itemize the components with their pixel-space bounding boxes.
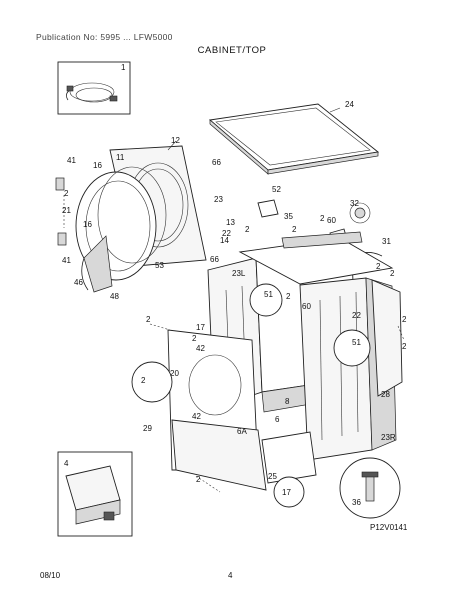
label-24: 24 [345,100,354,109]
label-2-m: 2 [196,475,201,484]
hose-kit-inset [57,61,131,115]
top-panel [208,103,380,175]
label-16-mid: 16 [83,220,92,229]
top-rail [238,231,394,285]
label-60-b: 60 [302,302,311,311]
label-1: 1 [121,63,126,72]
label-48: 48 [110,292,119,301]
label-51-b: 51 [352,338,361,347]
label-2-k: 2 [402,342,407,351]
label-2-c: 2 [245,225,250,234]
publication-line: Publication No: 5995 ... LFW5000 [36,32,173,42]
label-4: 4 [64,459,69,468]
label-23l: 23L [232,269,246,278]
label-42-a: 42 [196,344,205,353]
label-29: 29 [143,424,152,433]
label-21: 21 [62,206,71,215]
hinges [55,177,67,246]
base-frame [261,431,317,484]
label-60: 60 [327,216,336,225]
label-36: 36 [352,498,361,507]
label-2-f: 2 [390,269,395,278]
label-17-a: 17 [196,323,205,332]
label-51-a: 51 [264,290,273,299]
label-6: 6 [275,415,280,424]
label-35: 35 [284,212,293,221]
leader-lines [63,107,405,493]
label-66-top: 66 [212,158,221,167]
label-16-top: 16 [93,161,102,170]
label-52: 52 [272,185,281,194]
label-14: 14 [220,236,229,245]
label-31: 31 [382,237,391,246]
label-46: 46 [74,278,83,287]
label-2-e: 2 [376,262,381,271]
dispenser-inset [57,451,133,537]
label-8: 8 [285,397,290,406]
label-6a: 6A [237,427,247,436]
footer-date: 08/10 [40,571,61,580]
label-66-mid: 66 [210,255,219,264]
label-2-b: 2 [320,214,325,223]
label-22-a: 22 [222,229,231,238]
label-32: 32 [350,199,359,208]
label-2-a: 2 [64,189,69,198]
label-42-b: 42 [192,412,201,421]
callout-insets [131,283,401,519]
front-lower-panel [167,329,267,491]
label-2-j: 2 [192,334,197,343]
label-25: 25 [268,472,277,481]
label-23: 23 [214,195,223,204]
door-assembly [75,166,167,293]
label-17-b: 17 [282,488,291,497]
label-13: 13 [226,218,235,227]
label-20: 20 [170,369,179,378]
right-side-panel [371,279,403,397]
label-28: 28 [381,390,390,399]
label-12: 12 [171,136,180,145]
label-2-i: 2 [402,315,407,324]
label-2-d: 2 [292,225,297,234]
label-2-l: 2 [141,376,146,385]
footer-page-number: 4 [228,571,233,580]
label-23r: 23R [381,433,396,442]
label-2-h: 2 [146,315,151,324]
label-41-top: 41 [67,156,76,165]
label-41-low: 41 [62,256,71,265]
section-title: CABINET/TOP [197,45,267,56]
part-labels: 1 24 12 41 16 11 66 52 2 21 23 32 35 2 6… [62,63,408,532]
diagram-code: P12V0141 [370,523,408,532]
label-2-g: 2 [286,292,291,301]
label-22-b: 22 [352,311,361,320]
label-11: 11 [116,153,125,162]
label-53: 53 [155,261,164,270]
